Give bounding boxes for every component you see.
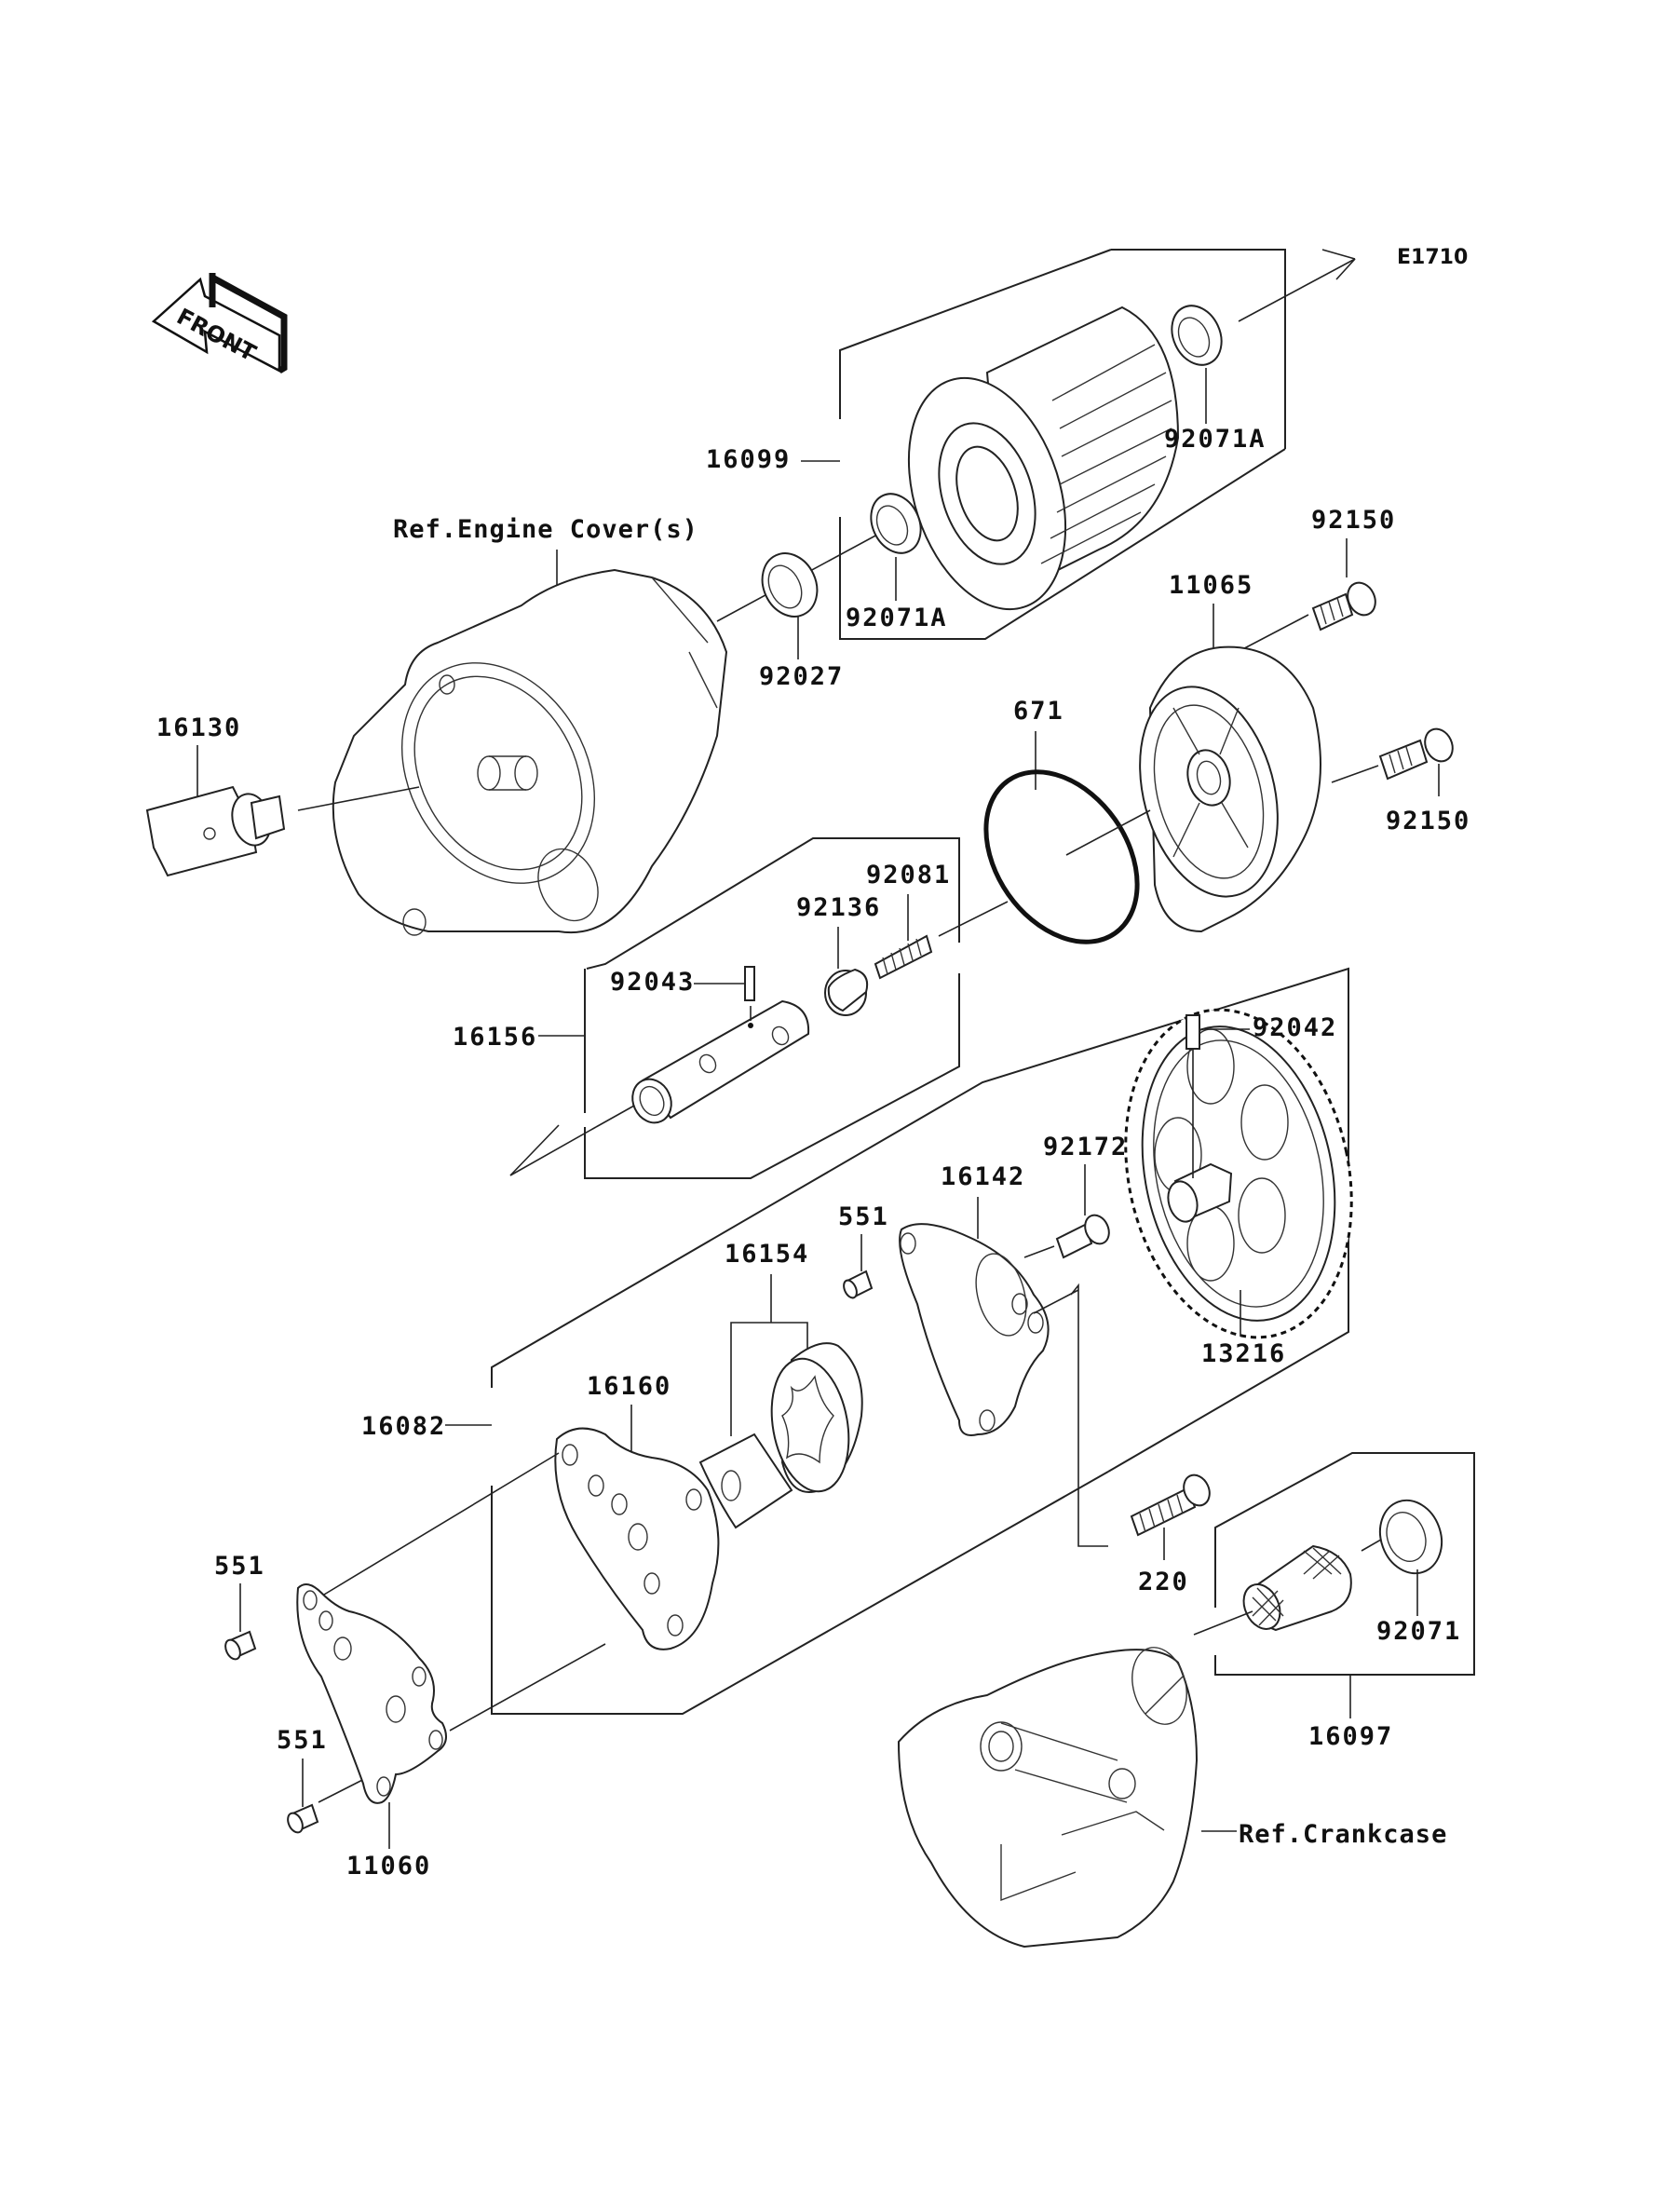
label-92071A-mid: 92071A (846, 604, 948, 632)
dowel-551-top (843, 1270, 874, 1299)
label-16097: 16097 (1308, 1722, 1393, 1751)
seal-92071A-top (1171, 305, 1223, 366)
label-92042: 92042 (1253, 1013, 1337, 1042)
label-16156: 16156 (453, 1023, 537, 1052)
label-92172: 92172 (1043, 1133, 1128, 1161)
label-11065: 11065 (1169, 571, 1253, 600)
cover-11065 (1139, 645, 1321, 933)
o-ring-671 (983, 769, 1140, 944)
bolt-92150-top (1311, 581, 1376, 631)
group-16097 (1214, 1452, 1475, 1676)
dowel-551-left (224, 1630, 257, 1661)
spring-92081 (874, 934, 933, 980)
label-ref-crankcase: Ref.Crankcase (1239, 1820, 1447, 1849)
oil-filter-element (907, 306, 1180, 611)
bolt-92150-bottom (1378, 727, 1454, 781)
label-16142: 16142 (941, 1162, 1025, 1191)
dowel-551-lower (287, 1803, 319, 1834)
label-671: 671 (1013, 697, 1064, 726)
inner-rotor-16154 (698, 1433, 793, 1529)
label-11060: 11060 (346, 1852, 431, 1881)
label-92071A-top: 92071A (1164, 425, 1267, 454)
bolt-92172 (1055, 1214, 1110, 1259)
fitting-16130 (145, 785, 286, 877)
label-551-lower: 551 (277, 1726, 328, 1755)
group-16156 (584, 837, 960, 1179)
label-16154: 16154 (725, 1240, 809, 1269)
gear-13216 (1124, 1008, 1353, 1339)
diagram-code: E1710 (1397, 246, 1468, 269)
outer-rotor-16154 (770, 1342, 863, 1493)
label-ref-engine-cover: Ref.Engine Cover(s) (393, 515, 698, 544)
piston-92136 (824, 968, 869, 1016)
seal-92071A-mid (870, 493, 922, 554)
gasket-11060 (296, 1583, 447, 1804)
label-92150-bottom: 92150 (1386, 807, 1470, 835)
seal-92071 (1378, 1499, 1443, 1575)
engine-cover-outline (332, 568, 728, 936)
pump-body-16160 (554, 1427, 720, 1650)
valve-16156 (631, 999, 810, 1124)
crankcase-outline (897, 1647, 1199, 1949)
label-16160: 16160 (587, 1372, 671, 1401)
label-13216: 13216 (1201, 1339, 1286, 1368)
label-92081: 92081 (866, 861, 951, 890)
label-220: 220 (1138, 1568, 1189, 1596)
label-16082: 16082 (361, 1412, 446, 1441)
label-16099: 16099 (706, 445, 791, 474)
label-92071: 92071 (1376, 1617, 1461, 1646)
label-92027: 92027 (759, 662, 844, 691)
label-551-left: 551 (214, 1552, 265, 1581)
label-92136: 92136 (796, 893, 881, 922)
seal-92027 (761, 552, 819, 618)
label-92043: 92043 (610, 968, 695, 997)
front-arrow-icon: FRONT (151, 273, 288, 374)
group-16082-frame (491, 967, 1349, 1715)
pin-92042 (1185, 1014, 1200, 1178)
bolt-220 (1130, 1473, 1211, 1537)
pin-92043 (744, 966, 755, 1021)
label-551-top: 551 (838, 1202, 889, 1231)
label-16130: 16130 (156, 713, 241, 742)
label-92150-top: 92150 (1311, 506, 1396, 535)
strainer-screen (1242, 1544, 1352, 1632)
pump-cover-16142 (899, 1223, 1050, 1436)
